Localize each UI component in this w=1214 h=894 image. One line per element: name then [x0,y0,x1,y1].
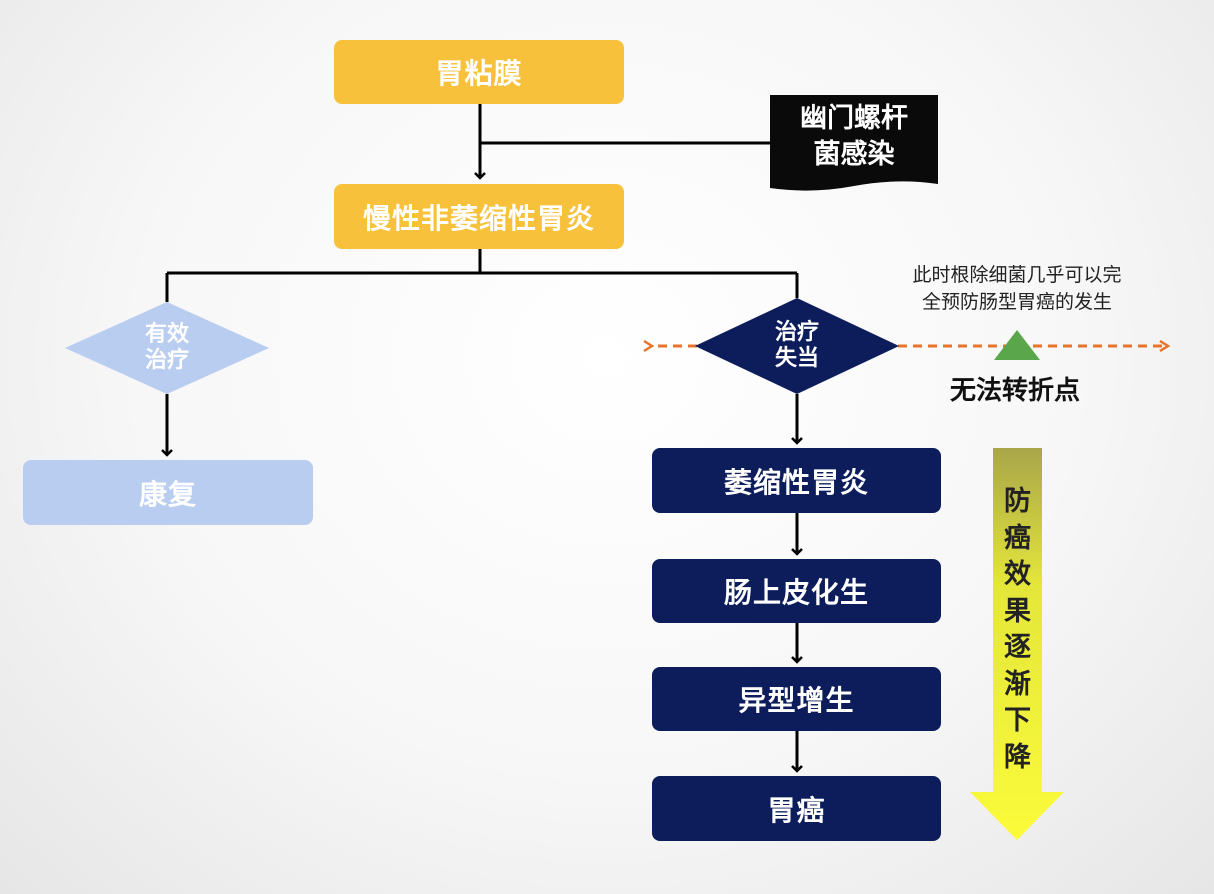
decline-arrow-shape [970,448,1064,840]
node-gastric-cancer: 胃癌 [652,776,941,841]
effective-line-1: 有效 [144,322,189,347]
decline-char: 渐 [1004,668,1031,700]
note-line-2: 全预防肠型胃癌的发生 [921,291,1112,313]
node-dysplasia: 异型增生 [652,667,941,731]
node-effective-treatment: 有效 治疗 [117,322,217,374]
node-chronic-gastritis: 慢性非萎缩性胃炎 [334,184,624,249]
decline-char: 效 [1004,559,1031,590]
point-of-no-return-label: 无法转折点 [949,376,1080,406]
effective-line-2: 治疗 [144,348,189,373]
failed-diamond [695,298,899,394]
turning-point-marker [994,330,1040,360]
hp-banner-shape [770,95,938,191]
hp-line-2: 菌感染 [813,139,895,170]
node-hp-infection: 幽门螺杆 菌感染 [770,101,938,173]
node-mucosa: 胃粘膜 [334,40,624,104]
node-atrophic-gastritis: 萎缩性胃炎 [652,448,941,513]
decline-char: 下 [1004,705,1031,736]
node-recovery: 康复 [23,460,313,525]
decline-char: 癌 [1004,522,1031,554]
effective-diamond [65,302,269,394]
decline-arrow-text: 防 癌 效 果 逐 渐 下 降 [993,484,1042,776]
decline-char: 防 [1004,486,1031,517]
node-intestinal-metaplasia: 肠上皮化生 [652,559,941,623]
note-line-1: 此时根除细菌几乎可以完 [912,264,1122,286]
decline-char: 果 [1004,595,1031,627]
node-improper-treatment: 治疗 失当 [747,320,847,372]
decline-char: 逐 [1004,632,1031,663]
eradication-note: 此时根除细菌几乎可以完 全预防肠型胃癌的发生 [872,262,1162,316]
decline-char: 降 [1004,741,1031,773]
failed-line-1: 治疗 [774,320,819,345]
failed-line-2: 失当 [774,346,819,371]
hp-line-1: 幽门螺杆 [800,103,908,134]
